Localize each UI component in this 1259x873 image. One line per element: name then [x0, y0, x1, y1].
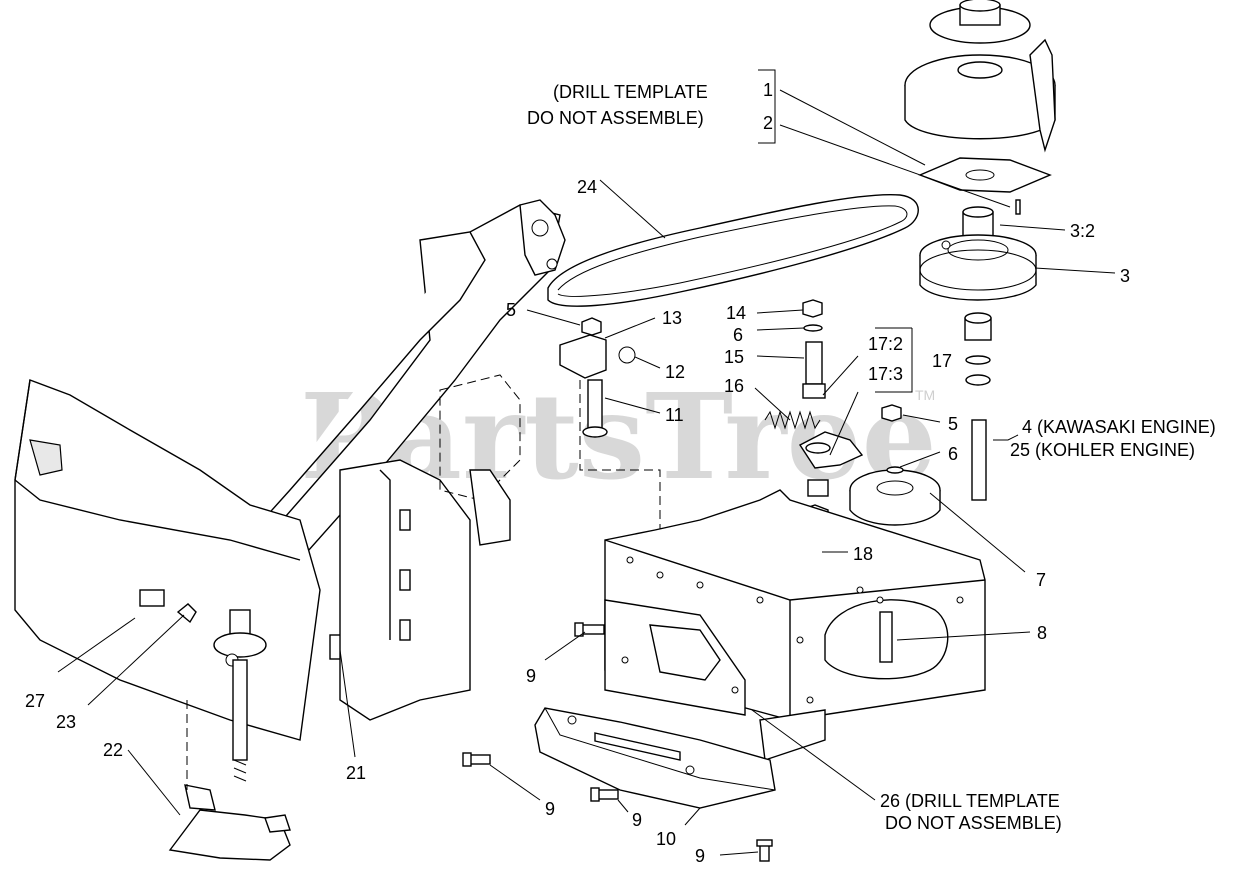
- callout-17-2: 17:2: [868, 334, 903, 354]
- callout-15: 15: [724, 347, 744, 367]
- callout-3: 3: [1120, 266, 1130, 286]
- callout-7: 7: [1036, 570, 1046, 590]
- note-drill-template-line1: (DRILL TEMPLATE: [553, 82, 708, 102]
- callout-24: 24: [577, 177, 597, 197]
- callout-21: 21: [346, 763, 366, 783]
- callout-1: 1: [763, 80, 773, 100]
- angle-bracket: [462, 707, 776, 862]
- drive-belt: [547, 193, 919, 307]
- deck-plate-box: [574, 489, 986, 761]
- callout-8: 8: [1037, 623, 1047, 643]
- note-drill-template-line2: DO NOT ASSEMBLE): [527, 108, 704, 128]
- callout-2: 2: [763, 113, 773, 133]
- idler-stack: [764, 299, 941, 581]
- bracket-1-2: [758, 69, 776, 144]
- callout-17: 17: [932, 351, 952, 371]
- frame-assembly: [14, 199, 661, 861]
- callout-18: 18: [853, 544, 873, 564]
- callout-3-2: 3:2: [1070, 221, 1095, 241]
- callout-25: 25 (KOHLER ENGINE): [1010, 440, 1195, 460]
- callout-16: 16: [724, 376, 744, 396]
- callout-26-line1: 26 (DRILL TEMPLATE: [880, 791, 1060, 811]
- callout-10: 10: [656, 829, 676, 849]
- callout-22: 22: [103, 740, 123, 760]
- callout-23: 23: [56, 712, 76, 732]
- callout-9-center: 9: [632, 810, 642, 830]
- callout-14: 14: [726, 303, 746, 323]
- callout-4: 4 (KAWASAKI ENGINE): [1022, 417, 1216, 437]
- callout-5-right: 5: [948, 414, 958, 434]
- callout-9-bottom: 9: [695, 846, 705, 866]
- callout-26-line2: DO NOT ASSEMBLE): [885, 813, 1062, 833]
- callout-11: 11: [665, 405, 684, 425]
- callout-9-mid: 9: [545, 799, 555, 819]
- callout-6-top: 6: [733, 325, 743, 345]
- leader-lines: [57, 89, 1116, 856]
- pivot-bracket: [559, 317, 636, 438]
- callout-5-left: 5: [506, 300, 516, 320]
- callout-9-left: 9: [526, 666, 536, 686]
- callout-12: 12: [665, 362, 685, 382]
- watermark-tm: TM: [915, 387, 935, 403]
- callout-17-3: 17:3: [868, 364, 903, 384]
- clutch-stack: [904, 0, 1056, 501]
- bracket-17: [875, 327, 913, 393]
- callout-27: 27: [25, 691, 45, 711]
- callout-6-bottom: 6: [948, 444, 958, 464]
- callout-13: 13: [662, 308, 682, 328]
